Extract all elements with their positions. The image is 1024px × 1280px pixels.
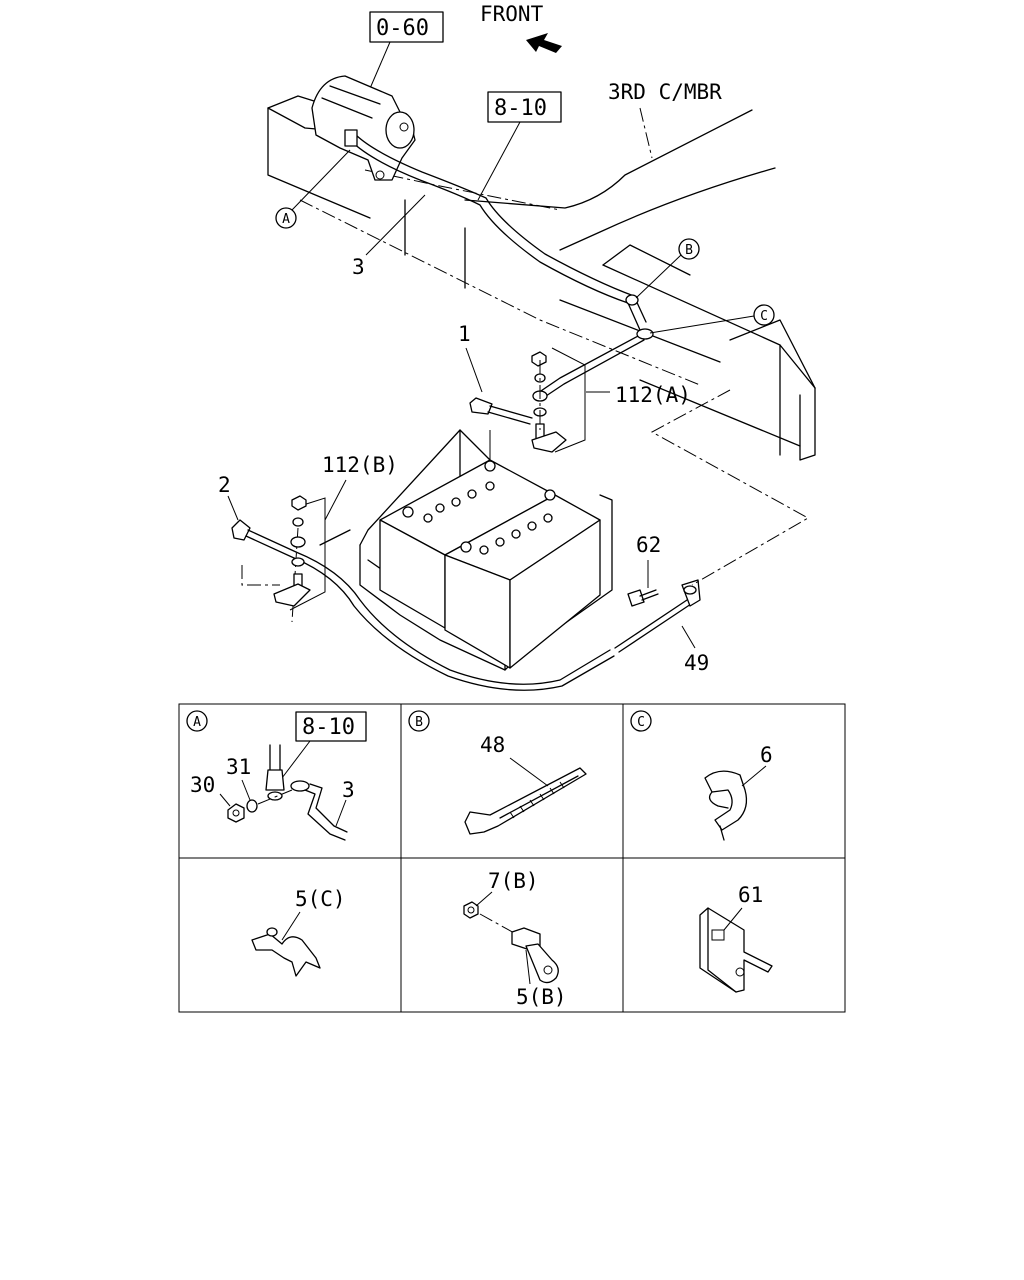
label-battery-cable-front: 3 — [352, 255, 365, 279]
battery-left — [379, 459, 556, 629]
detail-panel-b-letter: B — [415, 715, 423, 730]
positive-terminal — [469, 397, 533, 425]
ref-box-harness-label: 8-10 — [494, 96, 547, 121]
label-bolt: 62 — [636, 533, 661, 557]
battery-right — [444, 489, 601, 669]
detail-panel-a-letter: A — [193, 715, 201, 730]
detail-panel-a: A 8-10 30 31 3 — [186, 710, 367, 841]
detail-grid — [178, 703, 846, 1013]
label-ground-cable: 2 — [218, 473, 231, 497]
label-battery-stay: 49 — [684, 651, 709, 675]
detail-a-ref-box[interactable] — [295, 711, 367, 742]
battery-cable-positive — [534, 328, 654, 401]
detail-panel-b: B 48 — [408, 710, 587, 835]
ref-box-starter[interactable]: 0-60 — [369, 11, 444, 43]
detail-b-tie-label: 48 — [480, 733, 505, 757]
ref-box-harness[interactable]: 8-10 — [487, 91, 562, 123]
fastener-set-b — [241, 495, 326, 611]
detail-panel-c-letter: C — [637, 715, 645, 730]
callout-b[interactable]: B — [678, 238, 700, 260]
detail-a-cable-label: 3 — [342, 778, 355, 802]
front-label: FRONT — [480, 2, 544, 26]
detail-a-washer-label: 31 — [226, 755, 251, 779]
starter-motor — [311, 75, 416, 181]
detail-panel-bracket-clamp: 7(B) 5(B) — [463, 869, 567, 1009]
detail-panel-clamp: 5(C) — [251, 887, 346, 977]
detail-bracket-label: 61 — [738, 883, 763, 907]
detail-bracket-clamp-bracket-label: 5(B) — [516, 985, 567, 1009]
label-battery-cable-pos: 1 — [458, 322, 471, 346]
detail-c-clip-label: 6 — [760, 743, 773, 767]
ref-box-starter-label: 0-60 — [376, 16, 429, 41]
detail-clamp-label: 5(C) — [295, 887, 346, 911]
callout-c-label: C — [760, 309, 768, 324]
fastener-set-a — [531, 347, 586, 453]
detail-a-nut-label: 30 — [190, 773, 215, 797]
callout-c[interactable]: C — [753, 304, 775, 326]
label-fastener-set-a: 112(A) — [615, 383, 691, 407]
crossmember-label: 3RD C/MBR — [608, 80, 722, 104]
bolt — [627, 589, 659, 607]
battery-cable-main — [344, 129, 647, 331]
ground-cable — [231, 519, 615, 691]
detail-panel-bracket: 61 — [699, 883, 773, 993]
front-arrow-icon — [526, 33, 562, 53]
detail-a-ref-box-label: 8-10 — [302, 715, 355, 740]
callout-a-label: A — [282, 212, 290, 227]
detail-bracket-clamp-nut-label: 7(B) — [488, 869, 539, 893]
callout-b-label: B — [685, 243, 693, 258]
label-fastener-set-b: 112(B) — [322, 453, 398, 477]
callout-a[interactable]: A — [275, 207, 297, 229]
crossmember — [364, 109, 776, 251]
battery-stay — [614, 579, 701, 653]
detail-panel-c: C 6 — [630, 710, 773, 841]
